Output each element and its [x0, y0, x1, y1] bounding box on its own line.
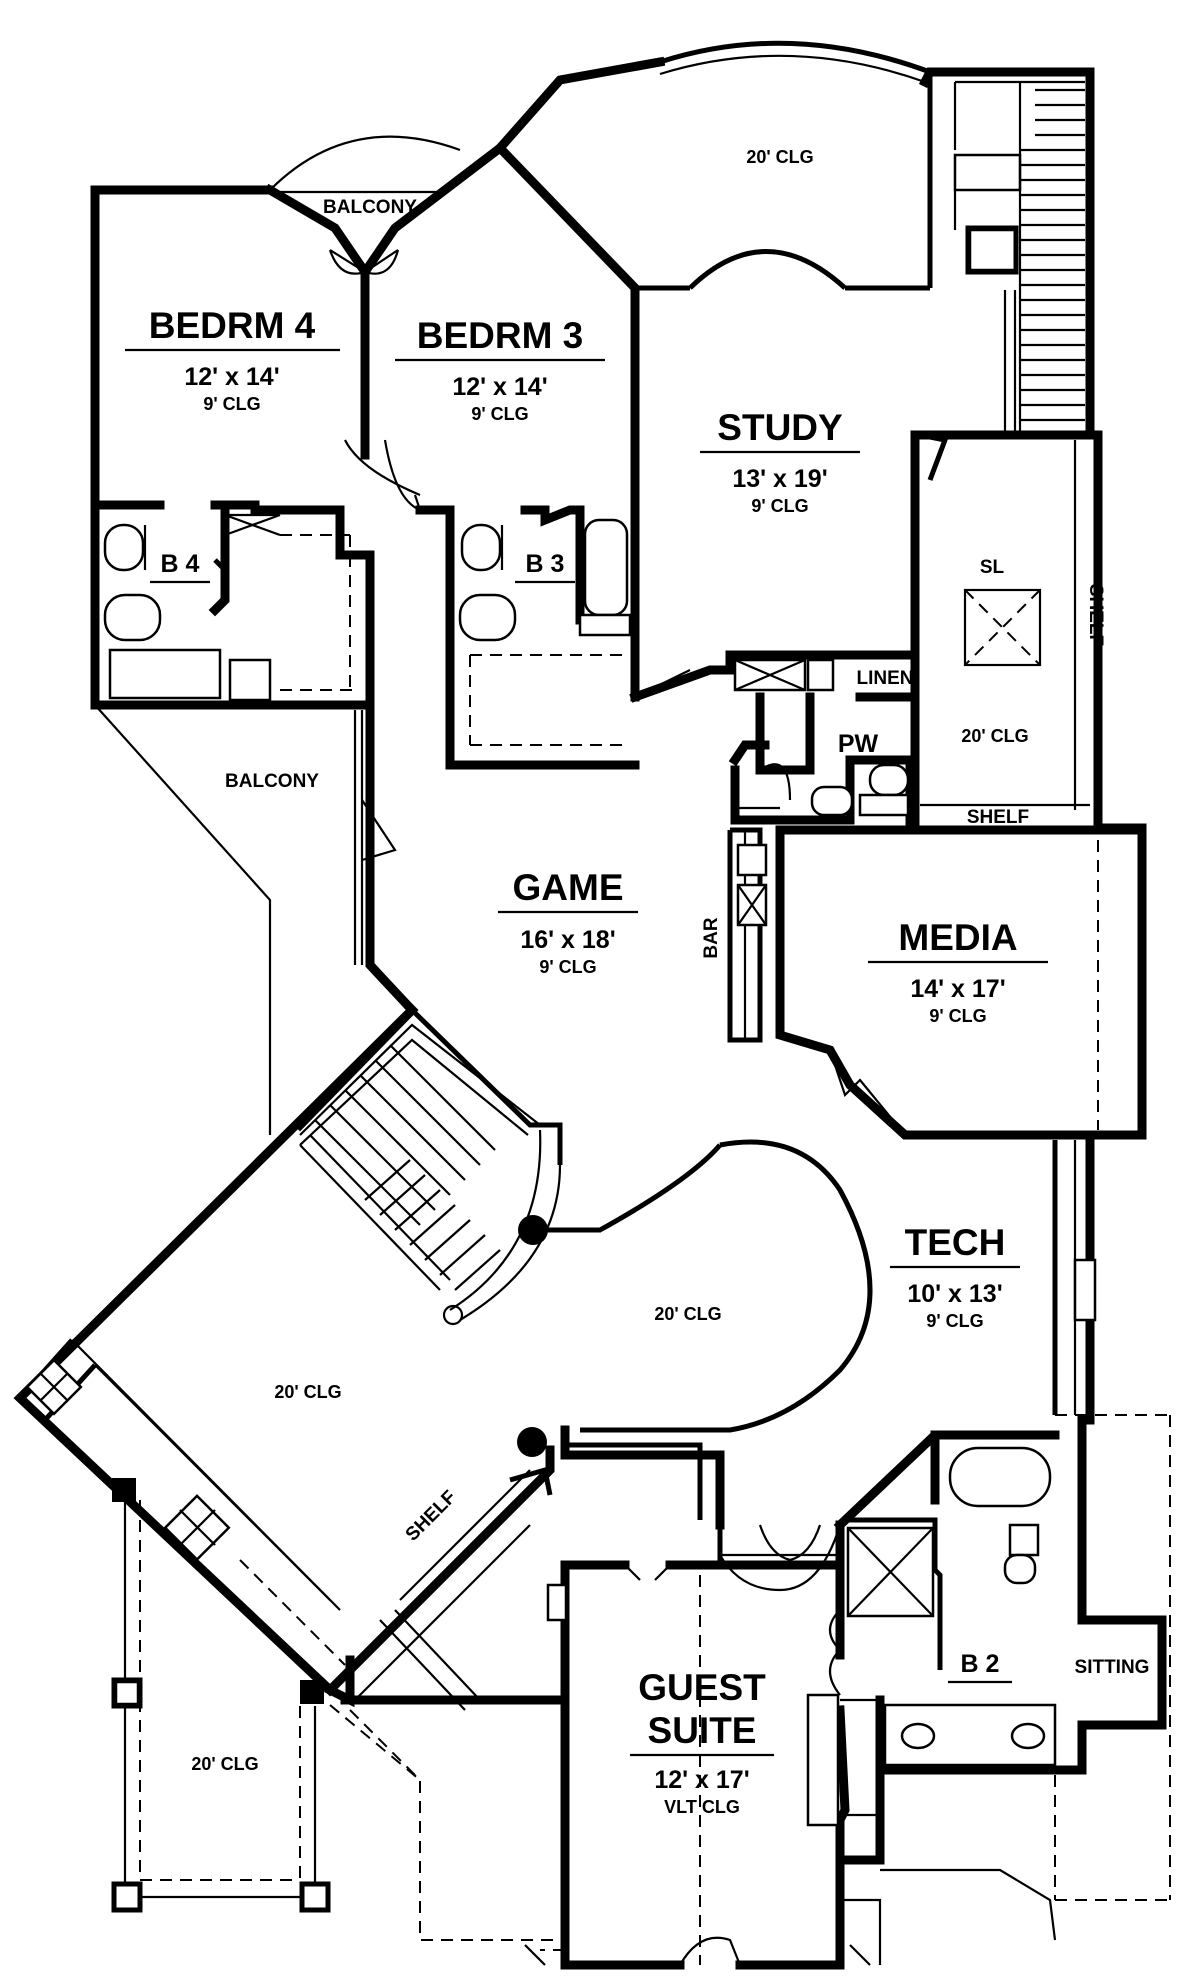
- label-linen: LINEN: [857, 668, 914, 689]
- room-guest-dims: 12' x 17': [654, 1766, 749, 1794]
- label-b3: B 3: [526, 550, 565, 578]
- room-media-dims: 14' x 17': [910, 975, 1005, 1003]
- room-bedrm3-dims: 12' x 14': [452, 373, 547, 401]
- room-bedrm4-name: BEDRM 4: [149, 305, 316, 346]
- room-study-dims: 13' x 19': [732, 465, 827, 493]
- room-game-name: GAME: [513, 867, 624, 908]
- label-shelf-right: SHELF: [1085, 584, 1106, 646]
- room-guest-clg: VLT CLG: [664, 1797, 740, 1817]
- label-clg-skylight: 20' CLG: [961, 726, 1028, 746]
- label-balcony-top: BALCONY: [323, 197, 417, 218]
- bath-2-walls: [833, 1414, 1171, 1965]
- foyer-curve: [533, 1139, 873, 1433]
- room-study-name: STUDY: [717, 407, 843, 448]
- label-clg-top: 20' CLG: [746, 147, 813, 167]
- label-b4: B 4: [161, 550, 200, 578]
- label-clg-foyer-left: 20' CLG: [274, 1382, 341, 1402]
- label-clg-porch: 20' CLG: [191, 1754, 258, 1774]
- shelf-wall: [323, 1445, 555, 1711]
- label-sitting: SITTING: [1075, 1657, 1150, 1678]
- bath-3: [344, 439, 640, 770]
- room-tech-clg: 9' CLG: [926, 1311, 983, 1331]
- room-bedrm3-clg: 9' CLG: [471, 404, 528, 424]
- upper-bedroom-walls: [263, 40, 931, 702]
- labels: BEDRM 4 12' x 14' 9' CLG BEDRM 3 12' x 1…: [125, 147, 1149, 1817]
- label-shelf-angled: SHELF: [402, 1487, 461, 1546]
- room-study-clg: 9' CLG: [751, 496, 808, 516]
- label-sl: SL: [980, 557, 1005, 578]
- study-area: [629, 430, 1103, 835]
- label-pw: PW: [838, 730, 879, 758]
- left-foyer: [16, 1338, 346, 1666]
- media-walls: [727, 825, 1147, 1140]
- room-guest-name-1: GUEST: [638, 1667, 766, 1708]
- room-bedrm4-clg: 9' CLG: [203, 394, 260, 414]
- room-tech-dims: 10' x 13': [907, 1280, 1002, 1308]
- left-balcony: [353, 710, 397, 965]
- bath-4: [90, 500, 375, 702]
- room-media-name: MEDIA: [898, 917, 1017, 958]
- room-bedrm4-dims: 12' x 14': [184, 363, 279, 391]
- room-game-dims: 16' x 18': [520, 926, 615, 954]
- tech-walls: [1052, 1140, 1097, 1415]
- label-clg-foyer-center: 20' CLG: [654, 1304, 721, 1324]
- room-guest-name-2: SUITE: [648, 1710, 757, 1751]
- main-stair: [299, 1008, 563, 1457]
- room-tech-name: TECH: [905, 1222, 1006, 1263]
- top-right-stair: [927, 72, 1085, 435]
- guest-suite-walls: [340, 1425, 882, 1970]
- label-shelf-top: SHELF: [967, 807, 1029, 828]
- room-media-clg: 9' CLG: [929, 1006, 986, 1026]
- room-game-clg: 9' CLG: [539, 957, 596, 977]
- label-bar: BAR: [701, 917, 722, 958]
- lower-porch: [111, 1478, 871, 1966]
- label-balcony-left: BALCONY: [225, 771, 319, 792]
- room-bedrm3-name: BEDRM 3: [417, 315, 584, 356]
- label-b2: B 2: [961, 1650, 1000, 1678]
